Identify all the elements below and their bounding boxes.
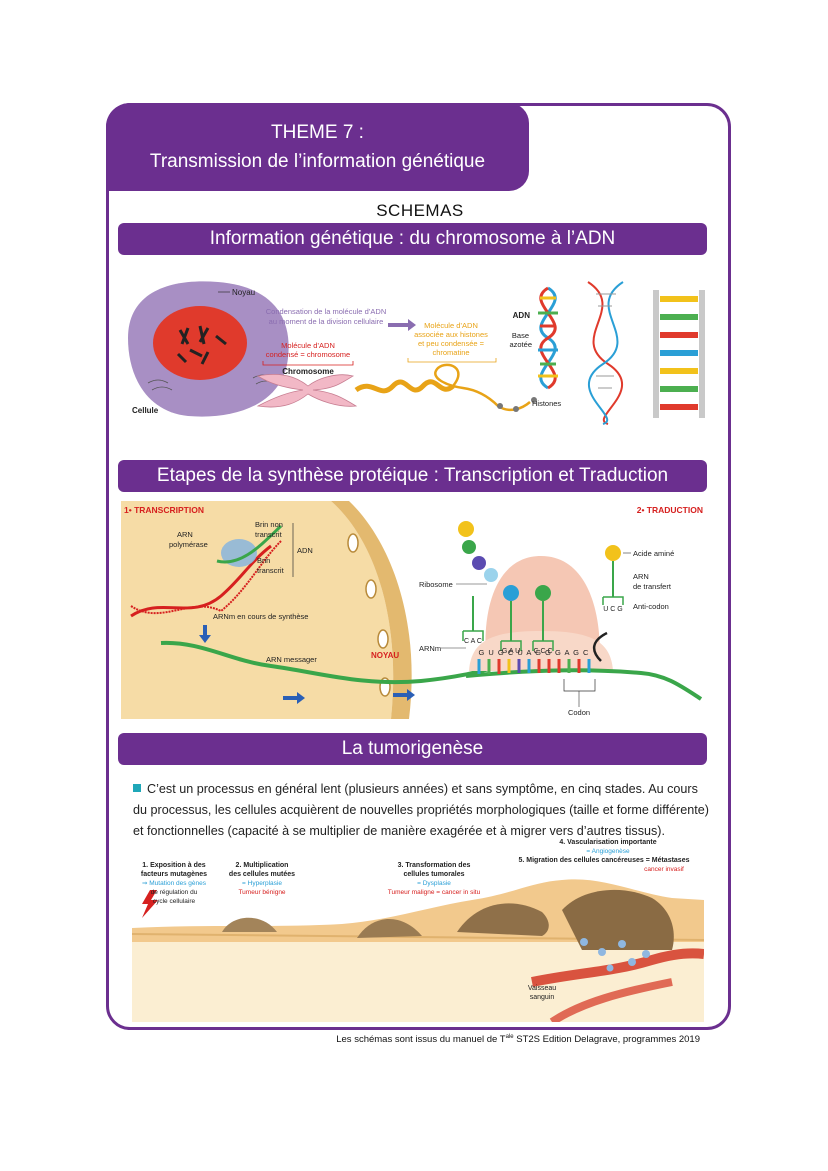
section-synthese-title: Etapes de la synthèse protéique : Transc… bbox=[118, 460, 707, 492]
label-histones: Histones bbox=[532, 399, 561, 408]
label-peu-condensee-3: et peu condensée = bbox=[418, 339, 485, 348]
credit-after: ST2S Edition Delagrave, programmes 2019 bbox=[513, 1034, 700, 1046]
label-brin-1: Brin bbox=[257, 556, 270, 565]
label-condensation-1: Condensation de la molécule d’ADN bbox=[266, 307, 387, 316]
label-noyau: Noyau bbox=[232, 288, 255, 297]
source-credit: Les schémas sont issus du manuel de Tale… bbox=[300, 1034, 700, 1045]
label-s3-1: 3. Transformation des bbox=[398, 862, 471, 869]
label-s3-4: Tumeur maligne = cancer in situ bbox=[388, 889, 481, 896]
theme-number: THEME 7 : bbox=[271, 122, 364, 143]
label-s3-3: = Dysplasie bbox=[417, 880, 451, 887]
label-adn-2: ADN bbox=[297, 546, 313, 555]
label-chromosome: Chromosome bbox=[282, 367, 334, 376]
tumor-figure: 1. Exposition à des facteurs mutagènes ⇒… bbox=[132, 832, 704, 1022]
label-s2-3: = Hyperplasie bbox=[242, 880, 282, 887]
label-arn-transfert-1: ARN bbox=[633, 572, 649, 581]
label-ccc: C C C bbox=[533, 648, 552, 655]
label-ucg: U C G bbox=[603, 606, 622, 613]
label-anti-codon: Anti-codon bbox=[633, 602, 669, 611]
label-arnm: ARNm bbox=[419, 644, 441, 653]
label-brin-2: transcrit bbox=[257, 566, 285, 575]
label-s5-1: 5. Migration des cellules cancéreuses = … bbox=[518, 857, 689, 864]
label-s1-3: ⇒ Mutation des gènes bbox=[142, 880, 207, 887]
credit-before: Les schémas sont issus du manuel de T bbox=[336, 1034, 506, 1046]
label-arn-polymerase-2: polymérase bbox=[169, 540, 208, 549]
label-peu-condensee-2: associée aux histones bbox=[414, 330, 488, 339]
label-arn-polymerase-1: ARN bbox=[177, 530, 193, 539]
credit-sup: ale bbox=[505, 1034, 514, 1040]
label-gau: G A U bbox=[502, 648, 520, 655]
label-s2-4: Tumeur bénigne bbox=[238, 889, 285, 896]
section-tumor-title: La tumorigenèse bbox=[118, 733, 707, 765]
label-s2-2: des cellules mutées bbox=[229, 871, 295, 878]
label-cac: C A C bbox=[464, 638, 482, 645]
label-codon: Codon bbox=[568, 708, 590, 717]
label-molecule-condensee-2: condensé = chromosome bbox=[266, 350, 350, 359]
label-acide-amine: Acide aminé bbox=[633, 549, 674, 558]
label-vaisseau-2: sanguin bbox=[530, 994, 555, 1001]
section-adn-title: Information génétique : du chromosome à … bbox=[118, 223, 707, 255]
bullet-square-icon bbox=[133, 784, 141, 792]
synthese-figure: 1• TRANSCRIPTION NOYAU ARN polymérase Br… bbox=[121, 501, 707, 719]
label-brin-non-2: transcrit bbox=[255, 530, 283, 539]
theme-header: THEME 7 : Transmission de l’information … bbox=[106, 103, 529, 191]
label-traduction: 2• TRADUCTION bbox=[637, 505, 703, 515]
label-brin-non-1: Brin non bbox=[255, 520, 283, 529]
label-s1-1: 1. Exposition à des bbox=[142, 862, 206, 869]
label-condensation-2: au moment de la division cellulaire bbox=[269, 317, 384, 326]
label-arnm-synthese: ARNm en cours de synthèse bbox=[213, 612, 308, 621]
label-transcription: 1• TRANSCRIPTION bbox=[124, 505, 204, 515]
label-s3-2: cellules tumorales bbox=[403, 871, 464, 878]
label-arn-transfert-2: de transfert bbox=[633, 582, 672, 591]
label-s4-2: = Angiogenèse bbox=[586, 848, 630, 855]
label-adn: ADN bbox=[513, 311, 531, 320]
tumor-paragraph-text: C’est un processus en général lent (plus… bbox=[133, 782, 709, 838]
label-sequence: G U G C U A G G G A G C bbox=[479, 648, 590, 657]
adn-figure: Noyau Cellule Condensation de la molécul… bbox=[118, 268, 708, 428]
schemas-heading: SCHEMAS bbox=[376, 201, 464, 220]
label-s1-5: cycle cellulaire bbox=[153, 898, 196, 905]
tumor-paragraph: C’est un processus en général lent (plus… bbox=[133, 779, 709, 842]
label-ribosome: Ribosome bbox=[419, 580, 453, 589]
label-s4-1: 4. Vascularisation importante bbox=[559, 839, 656, 846]
label-peu-condensee-4: chromatine bbox=[432, 348, 469, 357]
label-noyau-2: NOYAU bbox=[371, 651, 399, 660]
label-s1-2: facteurs mutagènes bbox=[141, 871, 207, 878]
label-s2-1: 2. Multiplication bbox=[236, 862, 289, 869]
label-s1-4: de régulation du bbox=[151, 889, 198, 896]
label-cellule: Cellule bbox=[132, 406, 159, 415]
label-arn-messager: ARN messager bbox=[266, 655, 317, 664]
label-molecule-condensee-1: Molécule d’ADN bbox=[281, 341, 335, 350]
label-base-2: azotée bbox=[509, 340, 532, 349]
theme-title: Transmission de l’information génétique bbox=[149, 151, 486, 172]
label-vaisseau-1: Vaisseau bbox=[528, 985, 556, 992]
label-peu-condensee-1: Molécule d’ADN bbox=[424, 321, 478, 330]
label-s5-2: cancer invasif bbox=[644, 866, 684, 873]
label-base-1: Base bbox=[512, 331, 529, 340]
